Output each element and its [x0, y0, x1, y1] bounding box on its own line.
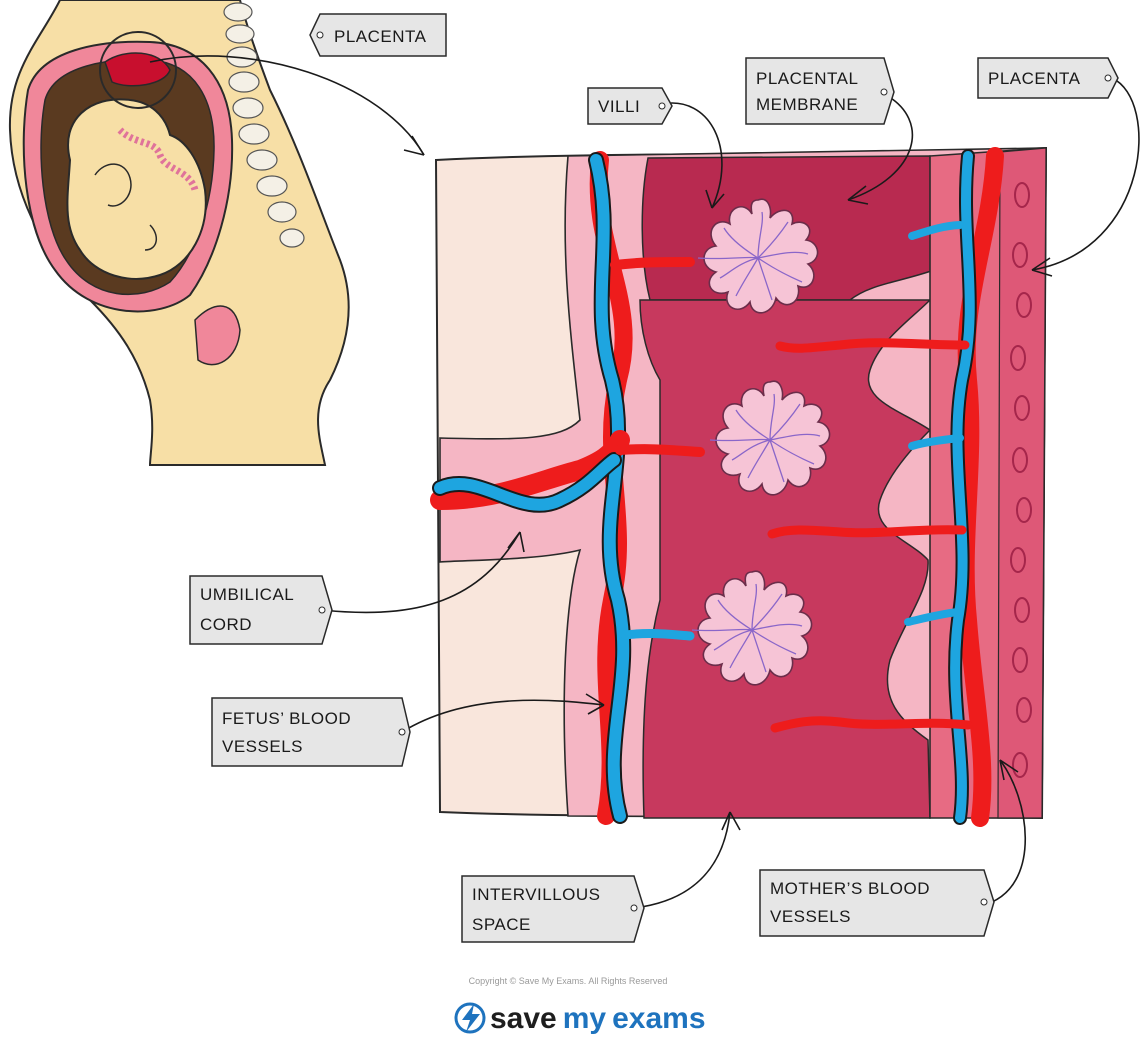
label-fetus-vessels-line2: VESSELS: [222, 737, 303, 756]
tag-mothers-blood-vessels: MOTHER’S BLOOD VESSELS: [760, 870, 994, 936]
label-placental-membrane-line2: MEMBRANE: [756, 95, 858, 114]
label-intervillous-line1: INTERVILLOUS: [472, 885, 601, 904]
logo-save: save: [490, 1002, 557, 1035]
label-placenta-top: PLACENTA: [334, 27, 427, 46]
label-placental-membrane-line1: PLACENTAL: [756, 69, 858, 88]
logo-exams: exams: [612, 1002, 705, 1035]
lightning-logo-icon: [456, 1004, 484, 1032]
label-placenta-right: PLACENTA: [988, 69, 1081, 88]
tag-fetus-blood-vessels: FETUS’ BLOOD VESSELS: [212, 698, 410, 766]
label-intervillous-line2: SPACE: [472, 915, 531, 934]
tag-placenta-right: PLACENTA: [978, 58, 1118, 98]
label-umbilical-cord-line1: UMBILICAL: [200, 585, 294, 604]
label-umbilical-cord-line2: CORD: [200, 615, 252, 634]
placenta-cross-section: [436, 148, 1046, 818]
copyright-text: Copyright © Save My Exams. All Rights Re…: [469, 976, 668, 986]
logo-my: my: [563, 1002, 607, 1035]
label-fetus-vessels-line1: FETUS’ BLOOD: [222, 709, 351, 728]
tag-villi: VILLI: [588, 88, 672, 124]
tag-placental-membrane: PLACENTAL MEMBRANE: [746, 58, 894, 124]
tag-intervillous-space: INTERVILLOUS SPACE: [462, 876, 644, 942]
tag-placenta-top: PLACENTA: [310, 14, 446, 56]
label-mother-vessels-line2: VESSELS: [770, 907, 851, 926]
label-villi: VILLI: [598, 97, 640, 116]
tag-umbilical-cord: UMBILICAL CORD: [190, 576, 332, 644]
label-mother-vessels-line1: MOTHER’S BLOOD: [770, 879, 930, 898]
